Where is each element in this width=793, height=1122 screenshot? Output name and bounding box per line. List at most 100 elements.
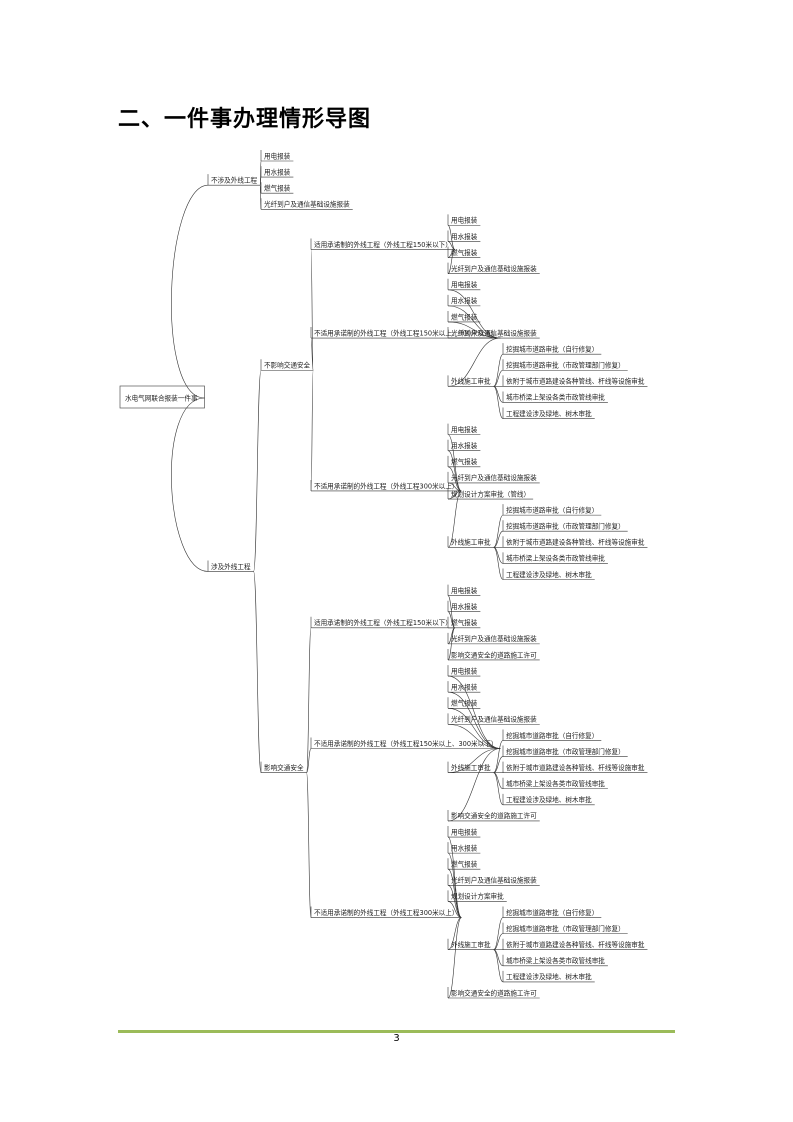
connector-line	[310, 337, 314, 371]
connector-line	[447, 627, 456, 661]
connector-line	[447, 249, 456, 274]
node-label: 光纤到户及通信基础设施报装	[451, 715, 537, 724]
leaf-node: 城市桥梁上架设各类市政管线审批	[502, 954, 608, 967]
connector-line	[447, 466, 462, 492]
leaf-node: 工程建设涉及绿地、树木审批	[502, 970, 595, 983]
node-label: 影响交通安全	[264, 763, 304, 772]
connector-line	[493, 917, 504, 951]
connector-line	[447, 611, 456, 629]
leaf-node: 依附于城市道路建设各种管线、杆线等设施审批	[502, 938, 648, 951]
connector-line	[447, 724, 501, 749]
node-label: 燃气报装	[264, 183, 291, 192]
node-label: 规划设计方案审批（管线）	[451, 489, 530, 498]
connector-line	[447, 901, 462, 918]
node-label: 用水报装	[451, 682, 478, 691]
leaf-node: 工程建设涉及绿地、树木审批	[502, 568, 595, 580]
connector-line	[493, 772, 504, 790]
node-label: 用水报装	[451, 296, 478, 305]
node-label: 不适用承诺制的外线工程（外线工程150米以上、300米以下）	[314, 328, 497, 337]
connector-line	[447, 707, 501, 749]
leaf-node: 用电报装	[260, 150, 294, 162]
connector-line	[447, 917, 462, 951]
leaf-node: 规划设计方案审批（管线）	[447, 488, 534, 500]
connector-line	[493, 353, 504, 387]
leaf-node: 挖掘城市道路审批（自行修复）	[502, 504, 602, 516]
leaf-node: 工程建设涉及绿地、树木审批	[502, 407, 595, 419]
connector-line	[447, 289, 501, 339]
connector-line	[447, 748, 501, 773]
node-label: 城市桥梁上架设各类市政管线审批	[506, 554, 605, 563]
node-label: 工程建设涉及绿地、树木审批	[506, 409, 592, 418]
node-label: 挖掘城市道路审批（自行修复）	[506, 908, 598, 917]
connector-line	[253, 571, 262, 773]
connector-line	[171, 184, 209, 399]
node-label: 挖掘城市道路审批（自行修复）	[506, 505, 598, 514]
leaf-node: 光纤到户及通信基础设施报装	[447, 632, 540, 645]
connector-line	[447, 450, 462, 492]
connector-line	[493, 386, 504, 403]
connector-line	[493, 949, 504, 967]
node-label: 光纤到户及通信基础设施报装	[451, 876, 537, 885]
node-label: 不适用承诺制的外线工程（外线工程150米以上、300米以下）	[314, 739, 497, 748]
node-label: 影响交通安全的道路施工许可	[451, 811, 537, 820]
node-label: 依附于城市道路建设各种管线、杆线等设施审批	[506, 377, 645, 386]
leaf-node: 用水报装	[447, 600, 481, 612]
branch-node-level-4: 外线施工审批	[447, 375, 494, 387]
node-label: 光纤到户及通信基础设施报装	[451, 634, 537, 643]
leaf-node: 挖掘城市道路审批（市政管理部门修复）	[502, 922, 628, 934]
connector-line	[493, 514, 504, 548]
node-label: 不适用承诺制的外线工程（外线工程300米以上）	[314, 908, 458, 917]
leaf-node: 规划设计方案审批	[447, 890, 507, 902]
connector-line	[447, 595, 456, 629]
leaf-node: 影响交通安全的道路施工许可	[447, 809, 540, 822]
node-label: 水电气网联合报装一件事	[125, 393, 198, 402]
node-label: 燃气报装	[451, 312, 478, 321]
node-label: 依附于城市道路建设各种管线、杆线等设施审批	[506, 763, 645, 772]
connector-line	[447, 337, 501, 387]
node-label: 用水报装	[264, 167, 291, 176]
node-label: 燃气报装	[451, 457, 478, 466]
connector-line	[493, 740, 504, 773]
leaf-node: 用水报装	[447, 681, 481, 693]
leaf-node: 光纤到户及通信基础设施报装	[447, 262, 540, 274]
connector-line	[306, 627, 312, 773]
leaf-node: 挖掘城市道路审批（市政管理部门修复）	[502, 520, 628, 532]
leaf-node: 用电报装	[447, 665, 481, 677]
connector-line	[493, 547, 504, 564]
leaf-node: 光纤到户及通信基础设施报装	[447, 713, 540, 725]
node-label: 用电报装	[451, 827, 478, 836]
node-label: 挖掘城市道路审批（自行修复）	[506, 344, 598, 353]
node-label: 用电报装	[451, 586, 478, 595]
leaf-node: 燃气报装	[447, 246, 481, 258]
connector-line	[493, 756, 504, 773]
connector-line	[306, 772, 312, 918]
leaf-node: 依附于城市道路建设各种管线、杆线等设施审批	[502, 375, 648, 387]
connector-line	[447, 490, 462, 548]
node-label: 燃气报装	[451, 248, 478, 257]
node-label: 城市桥梁上架设各类市政管线审批	[506, 393, 605, 402]
branch-node-level-3: 适用承诺制的外线工程（外线工程150米以下）	[310, 238, 455, 250]
leaf-node: 用电报装	[447, 278, 481, 291]
connector-line	[493, 949, 504, 983]
node-label: 挖掘城市道路审批（市政管理部门修复）	[506, 361, 625, 370]
node-label: 用电报装	[451, 280, 478, 289]
connector-line	[447, 321, 501, 339]
node-label: 外线施工审批	[451, 538, 491, 547]
leaf-node: 用电报装	[447, 214, 481, 226]
node-label: 适用承诺制的外线工程（外线工程150米以下）	[314, 618, 452, 627]
connector-line	[447, 917, 462, 999]
leaf-node: 影响交通安全的道路施工许可	[447, 648, 540, 661]
connector-line	[493, 530, 504, 548]
branch-node-level-3: 不适用承诺制的外线工程（外线工程150米以上、300米以下）	[310, 737, 501, 749]
connector-line	[259, 184, 262, 210]
leaf-node: 依附于城市道路建设各种管线、杆线等设施审批	[502, 761, 648, 773]
connector-line	[447, 868, 462, 918]
connector-line	[493, 369, 504, 387]
connector-line	[447, 225, 456, 250]
connector-line	[447, 675, 501, 749]
node-label: 不影响交通安全	[264, 361, 311, 370]
branch-node-level-4: 外线施工审批	[447, 938, 494, 951]
node-label: 光纤到户及通信基础设施报装	[451, 473, 537, 482]
branch-node-level-3: 适用承诺制的外线工程（外线工程150米以下）	[310, 616, 455, 629]
